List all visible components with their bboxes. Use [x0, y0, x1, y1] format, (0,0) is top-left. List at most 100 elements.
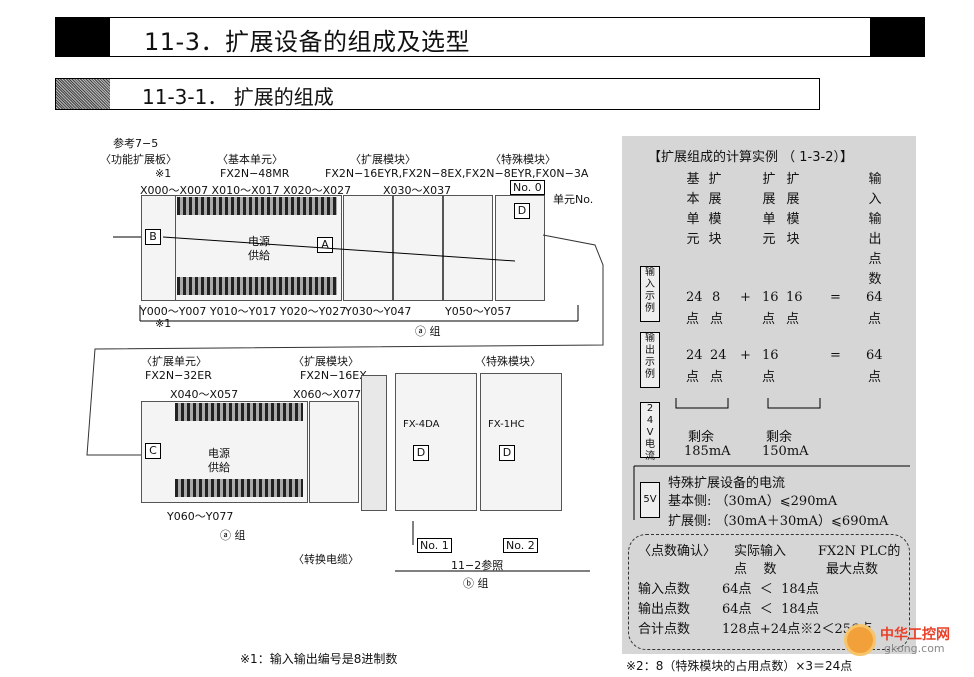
special-module-title-top: 〈特殊模块〉: [490, 153, 556, 166]
in-eq: =: [830, 290, 841, 305]
remain2-label: 剩余: [766, 430, 793, 445]
ref-label: 参考7−5: [113, 137, 159, 150]
calculation-panel: 【扩展组成的计算实例 （ 1-3-2）】 基本单元 扩展模块 扩展单元 扩展模块…: [622, 136, 916, 654]
x-ranges-top: X000～X007 X010～X017 X020～X027: [140, 184, 352, 197]
note1-bottom: ※1: [155, 317, 172, 330]
in-ext1: 8: [712, 290, 721, 305]
in-ext2-unit: 点: [786, 312, 800, 327]
in-total-unit: 点: [868, 312, 882, 327]
y-range-ext-top: Y030～Y047: [345, 305, 412, 318]
panel-title: 【扩展组成的计算实例 （ 1-3-2）】: [648, 150, 853, 165]
label-d-4da: D: [413, 445, 429, 461]
y-ranges-top: Y000～Y007 Y010～Y017 Y020～Y027: [140, 305, 347, 318]
out-ext1-unit: 点: [710, 370, 724, 385]
ref-11-2: 11−2参照: [451, 559, 504, 572]
in-ext1-unit: 点: [710, 312, 724, 327]
header-block-right: [870, 18, 924, 56]
x-range-ext-top: X030～X037: [383, 184, 452, 197]
no2-badge: No. 2: [503, 538, 538, 553]
basic-unit-model: FX2N−48MR: [220, 167, 290, 180]
watermark-logo: 中华工控网 gkong.com: [840, 620, 970, 668]
subsection-header: 11-3-1． 扩展的组成: [55, 78, 820, 110]
converter-cable-device: [361, 375, 387, 511]
y-range-ext2-top: Y050～Y057: [445, 305, 512, 318]
group-b: ⓑ 组: [463, 577, 489, 590]
tag-input-example: 输入示例: [640, 266, 660, 322]
in-basic: 24: [686, 290, 703, 305]
label-c: C: [145, 443, 161, 459]
x-range-bottom: X040～X057: [170, 388, 239, 401]
tag-output-example: 输出示例: [640, 332, 660, 388]
points-confirm-title: 〈点数确认〉: [638, 544, 717, 559]
bracket-lines: [633, 398, 910, 520]
gear-icon: [844, 624, 876, 656]
watermark-line2: gkong.com: [884, 642, 945, 655]
out-basic-unit: 点: [686, 370, 700, 385]
label-d-top: D: [514, 203, 530, 219]
plc-max-2: 最大点数: [826, 562, 879, 577]
ext-module-2: [393, 195, 443, 301]
y-range-bottom: Y060～Y077: [167, 510, 234, 523]
ext-side-current: 扩展侧: （30mA＋30mA）⩽690mA: [668, 514, 889, 529]
out-total-unit: 点: [868, 370, 882, 385]
in-ext2: 16: [786, 290, 803, 305]
input-points-label: 输入点数: [638, 582, 691, 597]
col-ext-module-1: 扩展模块: [708, 172, 722, 247]
basic-side-current: 基本侧: （30mA）⩽290mA: [668, 494, 838, 509]
header-block-left: [56, 18, 110, 56]
no1-badge: No. 1: [417, 538, 452, 553]
x-range-bottom2: X060～X077: [293, 388, 362, 401]
module-4da-label: FX-4DA: [403, 419, 440, 430]
special-current-title: 特殊扩展设备的电流: [668, 476, 786, 491]
out-ext-unit: 16: [762, 348, 779, 363]
ext-unit-model: FX2N−32ER: [145, 369, 212, 382]
plc-max-1: FX2N PLC的: [818, 544, 901, 559]
section-title: 11-3．扩展设备的组成及选型: [144, 28, 470, 56]
special-module-1hc: [480, 373, 562, 511]
remain2-value: 150mA: [762, 444, 809, 459]
in-ext-unit: 16: [762, 290, 779, 305]
col-ext-module-2: 扩展模块: [786, 172, 800, 247]
tag-5v: 5V: [640, 482, 660, 518]
remain1-value: 185mA: [684, 444, 731, 459]
ext-module-title-bottom: 〈扩展模块〉: [293, 355, 359, 368]
col-basic-unit: 基本单元: [686, 172, 700, 247]
col-io-points: 输入输出点数: [868, 172, 882, 287]
ext-module-bottom: [309, 401, 359, 503]
watermark-line1: 中华工控网: [880, 627, 950, 643]
ext-unit-title: 〈扩展单元〉: [141, 355, 207, 368]
connection-lines: [86, 234, 604, 572]
label-b: B: [145, 229, 161, 245]
footnote-1: ※1：输入输出编号是8进制数: [240, 652, 398, 666]
total-points-label: 合计点数: [638, 622, 691, 637]
out-ext-unit-unit: 点: [762, 370, 776, 385]
expansion-diagram: 参考7−5 〈功能扩展板〉 ※1 〈基本单元〉 FX2N−48MR 〈扩展模块〉…: [55, 125, 615, 670]
special-module-4da: [395, 373, 477, 511]
subheader-block: [56, 79, 110, 109]
output-points-value: 64点 ＜ 184点: [722, 602, 819, 617]
ext-module-3: [443, 195, 493, 301]
total-points-value: 128点+24点※2＜256点: [722, 622, 873, 637]
input-points-value: 64点 ＜ 184点: [722, 582, 819, 597]
ext-module-title-top: 〈扩展模块〉: [350, 153, 416, 166]
remain1-label: 剩余: [688, 430, 715, 445]
ext-module-model-bottom: FX2N−16EX: [300, 369, 367, 382]
subsection-title: 11-3-1． 扩展的组成: [142, 85, 334, 109]
terminal-strip-top: [177, 197, 337, 215]
power-supply-top: 电源 供給: [248, 235, 270, 262]
group-a-top: ⓐ 组: [415, 325, 441, 338]
note1-top: ※1: [155, 167, 172, 180]
out-eq: =: [830, 348, 841, 363]
out-plus: +: [740, 348, 751, 363]
ext-unit-terminal-bottom: [175, 479, 303, 497]
func-board-label: 〈功能扩展板〉: [100, 153, 177, 166]
footnote-2: ※2：8（特殊模块的占用点数）×3＝24点: [626, 659, 853, 673]
in-basic-unit: 点: [686, 312, 700, 327]
module-1hc-label: FX-1HC: [488, 419, 525, 430]
power-supply-bottom: 电源 供給: [208, 447, 230, 474]
actual-input-1: 实际输入: [734, 544, 787, 559]
unit-no-badge: No. 0: [510, 180, 545, 195]
actual-input-2: 点 数: [734, 562, 777, 577]
group-a-bottom: ⓐ 组: [220, 529, 246, 542]
